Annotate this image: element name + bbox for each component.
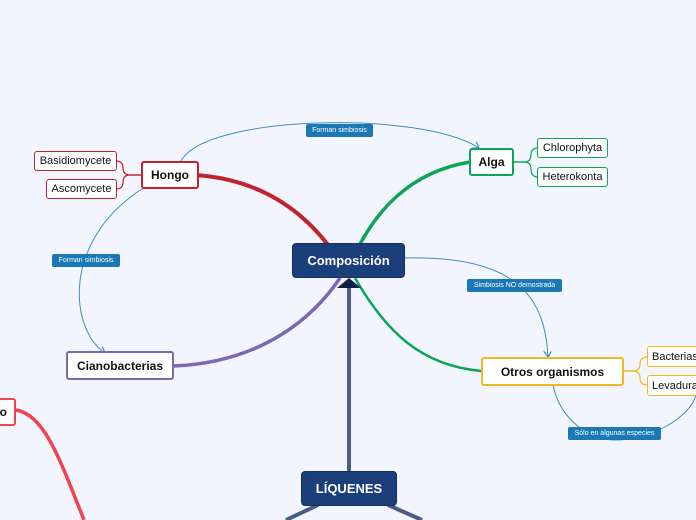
topic-composicion[interactable]: Composición bbox=[292, 243, 405, 278]
relationship-label-hongo-cianobacterias[interactable]: Forman simbiosis bbox=[52, 254, 120, 267]
subtopic-chlorophyta[interactable]: Chlorophyta bbox=[537, 138, 608, 158]
topic-alga[interactable]: Alga bbox=[469, 148, 514, 176]
connector-chlorophyta bbox=[514, 147, 539, 163]
trunk-left-lower bbox=[285, 503, 319, 520]
connector-heterokonta bbox=[514, 161, 539, 178]
branch-red-left bbox=[15, 408, 86, 520]
connector-levaduras bbox=[623, 370, 648, 386]
topic-hongo[interactable]: Hongo bbox=[141, 161, 199, 189]
relationship-line-composicion-otros bbox=[405, 258, 548, 357]
relationship-line-hongo-alga bbox=[181, 122, 479, 161]
subtopic-bacterias[interactable]: Bacterias bbox=[647, 346, 696, 367]
subtopic-levaduras[interactable]: Levaduras bbox=[647, 375, 696, 396]
connector-bacterias bbox=[623, 356, 648, 372]
topic-cianobacterias[interactable]: Cianobacterias bbox=[66, 351, 174, 380]
topic-liquenes[interactable]: LÍQUENES bbox=[301, 471, 397, 506]
branch-cianobacterias bbox=[173, 277, 342, 368]
topic-cut-off-left[interactable]: o bbox=[0, 398, 16, 426]
subtopic-ascomycete[interactable]: Ascomycete bbox=[46, 179, 117, 199]
relationship-label-hongo-alga[interactable]: Forman simbiosis bbox=[306, 124, 373, 137]
branch-otros bbox=[353, 277, 483, 373]
subtopic-heterokonta[interactable]: Heterokonta bbox=[537, 167, 608, 187]
trunk-right-lower bbox=[387, 503, 423, 520]
connector-ascomycete bbox=[115, 174, 141, 190]
topic-otros-organismos[interactable]: Otros organismos bbox=[481, 357, 624, 386]
subtopic-basidiomycete[interactable]: Basidiomycete bbox=[34, 151, 117, 171]
relationship-label-otros-levaduras[interactable]: Sólo en algunas especies bbox=[568, 427, 661, 440]
connector-basidiomycete bbox=[115, 160, 141, 176]
relationship-label-composicion-otros[interactable]: Simbiosis NO demostrada bbox=[467, 279, 562, 292]
trunk-arrowhead bbox=[337, 278, 361, 288]
relationship-line-hongo-cianobacterias bbox=[78, 187, 145, 353]
